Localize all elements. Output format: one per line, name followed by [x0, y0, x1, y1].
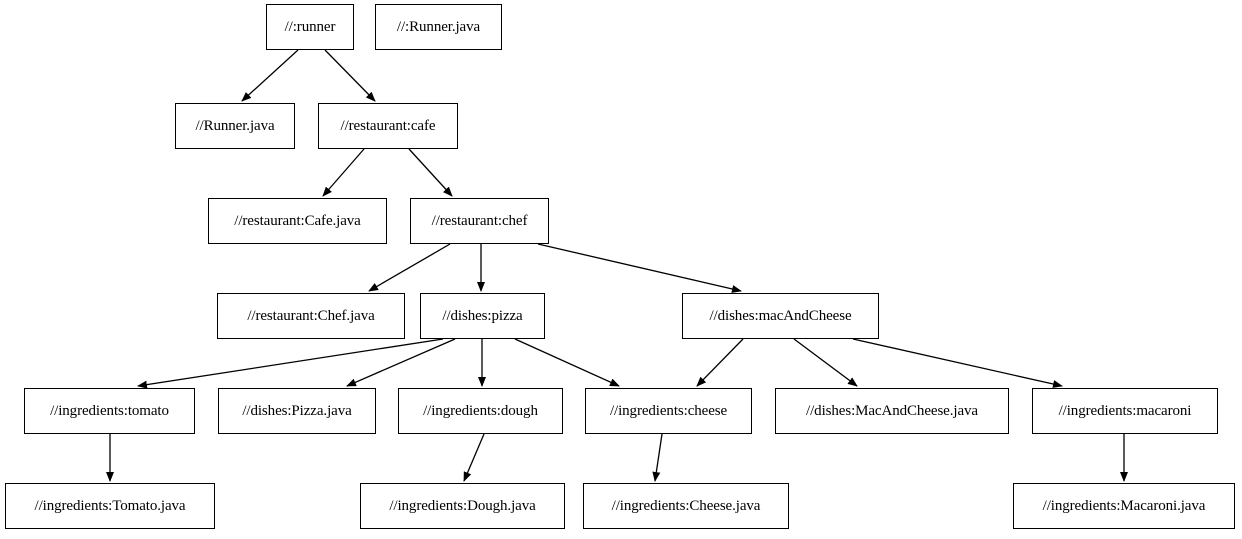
graph-node-tomato_java[interactable]: //ingredients:Tomato.java — [5, 483, 215, 529]
graph-node-runner_java_root[interactable]: //:Runner.java — [375, 4, 502, 50]
graph-edges — [106, 49, 1128, 482]
graph-node-label: //dishes:macAndCheese — [709, 307, 852, 324]
graph-node-label: //Runner.java — [195, 117, 275, 134]
graph-node-label: //restaurant:Chef.java — [247, 307, 375, 324]
graph-edge-restaurant_cafe-to-cafe_java — [322, 148, 365, 197]
graph-node-ing_macaroni[interactable]: //ingredients:macaroni — [1032, 388, 1218, 434]
graph-edge-dishes_mac-to-ing_cheese — [696, 338, 744, 387]
graph-node-label: //ingredients:cheese — [609, 402, 728, 419]
graph-edge-restaurant_cafe-to-restaurant_chef — [408, 148, 453, 197]
graph-node-label: //restaurant:chef — [431, 212, 528, 229]
graph-edge-restaurant_chef-to-chef_java — [368, 243, 451, 292]
graph-node-runner_java[interactable]: //Runner.java — [175, 103, 295, 149]
graph-edge-ing_dough-to-dough_java — [463, 433, 485, 482]
graph-edge-dishes_pizza-to-ing_tomato — [137, 338, 444, 389]
graph-node-macaroni_java[interactable]: //ingredients:Macaroni.java — [1013, 483, 1235, 529]
graph-node-cafe_java[interactable]: //restaurant:Cafe.java — [208, 198, 387, 244]
graph-node-mac_java[interactable]: //dishes:MacAndCheese.java — [775, 388, 1009, 434]
graph-node-ing_cheese[interactable]: //ingredients:cheese — [585, 388, 752, 434]
graph-node-label: //ingredients:Tomato.java — [34, 497, 186, 514]
graph-node-restaurant_chef[interactable]: //restaurant:chef — [410, 198, 549, 244]
graph-node-label: //:runner — [284, 18, 336, 35]
graph-node-label: //dishes:MacAndCheese.java — [806, 402, 978, 419]
graph-node-label: //ingredients:dough — [423, 402, 538, 419]
graph-node-label: //ingredients:Cheese.java — [611, 497, 761, 514]
graph-node-label: //dishes:Pizza.java — [242, 402, 352, 419]
graph-node-label: //ingredients:Dough.java — [389, 497, 536, 514]
graph-node-runner[interactable]: //:runner — [266, 4, 354, 50]
graph-node-pizza_java[interactable]: //dishes:Pizza.java — [218, 388, 376, 434]
graph-edge-ing_cheese-to-cheese_java — [652, 433, 663, 482]
graph-node-ing_tomato[interactable]: //ingredients:tomato — [24, 388, 195, 434]
graph-edge-dishes_mac-to-ing_macaroni — [852, 338, 1063, 388]
graph-node-label: //ingredients:macaroni — [1058, 402, 1192, 419]
graph-node-label: //ingredients:Macaroni.java — [1042, 497, 1206, 514]
graph-edge-dishes_pizza-to-pizza_java — [346, 338, 456, 387]
graph-node-label: //restaurant:cafe — [340, 117, 436, 134]
graph-edge-restaurant_chef-to-dishes_mac — [537, 243, 742, 293]
graph-node-ing_dough[interactable]: //ingredients:dough — [398, 388, 563, 434]
graph-node-label: //ingredients:tomato — [50, 402, 169, 419]
graph-edge-runner-to-runner_java — [241, 49, 299, 102]
graph-node-label: //restaurant:Cafe.java — [234, 212, 361, 229]
graph-edge-dishes_pizza-to-ing_cheese — [514, 338, 620, 387]
graph-node-label: //dishes:pizza — [442, 307, 523, 324]
graph-node-label: //:Runner.java — [396, 18, 481, 35]
graph-node-dishes_mac[interactable]: //dishes:macAndCheese — [682, 293, 879, 339]
graph-edge-dishes_mac-to-mac_java — [793, 338, 858, 387]
graph-node-cheese_java[interactable]: //ingredients:Cheese.java — [583, 483, 789, 529]
graph-node-dough_java[interactable]: //ingredients:Dough.java — [360, 483, 565, 529]
graph-node-chef_java[interactable]: //restaurant:Chef.java — [217, 293, 405, 339]
graph-node-restaurant_cafe[interactable]: //restaurant:cafe — [318, 103, 458, 149]
graph-node-dishes_pizza[interactable]: //dishes:pizza — [420, 293, 545, 339]
graph-edge-runner-to-restaurant_cafe — [324, 49, 376, 102]
